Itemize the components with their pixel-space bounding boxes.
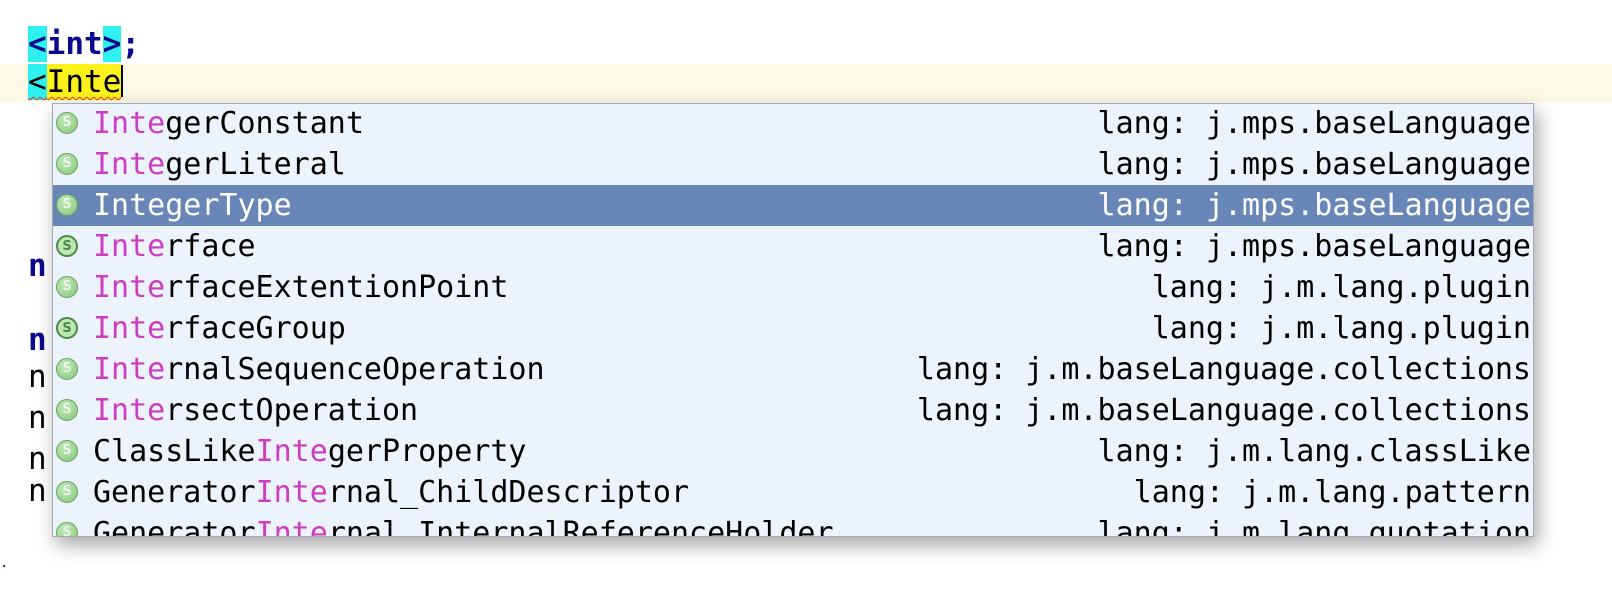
completion-item-name: GeneratorInternal_ChildDescriptor — [93, 472, 689, 513]
concept-icon: S — [56, 194, 78, 216]
name-suffix: rnalSequenceOperation — [165, 352, 545, 387]
name-suffix: gerType — [165, 188, 292, 223]
name-match-highlight: Inte — [93, 270, 166, 305]
completion-item-name: InterfaceExtentionPoint — [93, 267, 508, 308]
name-suffix: rfaceExtentionPoint — [165, 270, 509, 305]
concept-icon: S — [56, 153, 78, 175]
completion-item[interactable]: S IntegerLiteral lang: j.mps.baseLanguage — [53, 144, 1533, 185]
name-match-highlight: Inte — [93, 229, 166, 264]
name-suffix: gerConstant — [165, 106, 364, 141]
semicolon: ; — [121, 26, 141, 62]
code-fragment: n — [28, 473, 47, 509]
int-keyword: int — [46, 26, 103, 62]
completion-item[interactable]: S ClassLikeIntegerProperty lang: j.m.lang.… — [53, 431, 1533, 472]
name-suffix: rsectOperation — [165, 393, 419, 428]
name-match-highlight: Inte — [93, 311, 166, 346]
current-line-highlight — [0, 64, 1612, 102]
completion-item[interactable]: S IntegerConstant lang: j.mps.baseLanguage — [53, 104, 1533, 144]
name-suffix: gerLiteral — [165, 147, 346, 182]
completion-item-language: lang: j.mps.baseLanguage — [1097, 106, 1531, 141]
completion-item[interactable]: S GeneratorInternal_InternalReferenceHold… — [53, 513, 1533, 537]
name-match-highlight: Inte — [255, 516, 328, 537]
completion-item-name: ClassLikeIntegerProperty — [93, 431, 527, 472]
concept-icon: S — [56, 358, 78, 380]
completion-item-language: lang: j.m.baseLanguage.collections — [916, 393, 1531, 428]
name-suffix: gerProperty — [327, 434, 527, 469]
completion-item-selected[interactable]: S IntegerType lang: j.mps.baseLanguage — [53, 185, 1533, 226]
completion-item-language: lang: j.m.lang.pattern — [1133, 475, 1531, 510]
name-prefix: Generator — [93, 516, 256, 537]
text-caret — [121, 65, 124, 97]
completion-item[interactable]: S InterfaceExtentionPoint lang: j.m.lang.p… — [53, 267, 1533, 308]
completion-item-name: InterfaceGroup — [93, 308, 346, 349]
name-match-highlight: Inte — [255, 434, 328, 469]
completion-item[interactable]: S GeneratorInternal_ChildDescriptor lang: … — [53, 472, 1533, 513]
code-line-current[interactable]: <Inte — [28, 63, 124, 101]
completion-item-name: GeneratorInternal_InternalReferenceHolde… — [93, 513, 834, 537]
completion-item[interactable]: S InterfaceGroup lang: j.m.lang.plugin — [53, 308, 1533, 349]
concept-icon: S — [56, 276, 78, 298]
code-fragment: n — [28, 322, 47, 358]
completion-item-name: IntersectOperation — [93, 390, 418, 431]
interface-concept-icon: S — [56, 235, 78, 257]
completion-item-name: Interface — [93, 226, 256, 267]
completion-item[interactable]: S Interface lang: j.mps.baseLanguage — [53, 226, 1533, 267]
concept-icon: S — [56, 440, 78, 462]
name-match-highlight: Inte — [93, 147, 166, 182]
concept-icon: S — [56, 399, 78, 421]
code-fragment: n — [28, 248, 47, 284]
name-suffix: rfaceGroup — [165, 311, 346, 346]
code-fragment: n — [28, 359, 47, 395]
trailing-dot: . — [0, 555, 9, 571]
interface-concept-icon: S — [56, 317, 78, 339]
name-match-highlight: Inte — [93, 393, 166, 428]
name-suffix: rface — [165, 229, 256, 264]
completion-item-name: IntegerConstant — [93, 104, 364, 144]
completion-item-language: lang: j.m.lang.quotation — [1097, 516, 1531, 537]
completion-item-language: lang: j.m.lang.classLike — [1097, 434, 1531, 469]
open-angle-bracket-current: < — [28, 64, 47, 100]
completion-item-language: lang: j.m.baseLanguage.collections — [916, 352, 1531, 387]
name-match-highlight: Inte — [93, 352, 166, 387]
completion-item-language: lang: j.m.lang.plugin — [1151, 311, 1531, 346]
typed-text[interactable]: Inte — [46, 64, 122, 100]
completion-item-language: lang: j.mps.baseLanguage — [1097, 229, 1531, 264]
code-fragment: n — [28, 400, 47, 436]
completion-item-name: IntegerType — [93, 185, 292, 226]
open-angle-bracket: < — [28, 26, 47, 62]
completion-item[interactable]: S InternalSequenceOperation lang: j.m.base… — [53, 349, 1533, 390]
concept-icon: S — [56, 112, 78, 134]
completion-item-name: InternalSequenceOperation — [93, 349, 545, 390]
name-suffix: rnal_InternalReferenceHolder — [327, 516, 834, 537]
name-suffix: rnal_ChildDescriptor — [327, 475, 690, 510]
name-prefix: Generator — [93, 475, 256, 510]
name-match-highlight: Inte — [93, 106, 166, 141]
code-line-int-type[interactable]: <int>; — [28, 25, 140, 63]
name-match-highlight: Inte — [255, 475, 328, 510]
completion-item-language: lang: j.mps.baseLanguage — [1097, 188, 1531, 223]
completion-item[interactable]: S IntersectOperation lang: j.m.baseLanguag… — [53, 390, 1533, 431]
name-prefix: ClassLike — [93, 434, 256, 469]
completion-item-language: lang: j.m.lang.plugin — [1151, 270, 1531, 305]
concept-icon: S — [56, 481, 78, 503]
concept-icon: S — [56, 522, 78, 536]
completion-item-name: IntegerLiteral — [93, 144, 346, 185]
code-fragment: n — [28, 441, 47, 477]
close-angle-bracket: > — [102, 26, 122, 62]
name-match-highlight: Inte — [93, 188, 166, 223]
completion-item-language: lang: j.mps.baseLanguage — [1097, 147, 1531, 182]
